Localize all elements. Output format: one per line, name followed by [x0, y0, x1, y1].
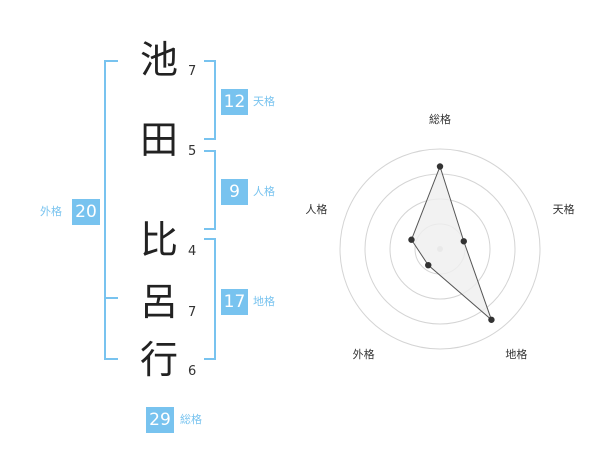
stroke-count-3: 4: [188, 244, 197, 259]
stroke-count-2: 5: [188, 144, 197, 159]
tenkaku-bracket: [204, 60, 216, 140]
radar-point-3: [425, 261, 432, 269]
gaikaku-label: 外格: [40, 205, 62, 218]
radar-point-1: [460, 238, 467, 245]
tenkaku-value-badge: 12: [221, 89, 248, 115]
radar-axis-label-2: 地格: [505, 347, 527, 361]
chikaku-label: 地格: [253, 295, 275, 308]
tenkaku-label: 天格: [253, 95, 275, 108]
name-char-4: 呂: [139, 280, 178, 324]
radar-data-points: [408, 163, 495, 323]
radar-ring-4: [339, 148, 541, 350]
jinkaku-value-badge: 9: [221, 179, 248, 205]
chikaku-bracket: [204, 238, 216, 360]
soukaku-value-badge: 29: [146, 407, 174, 433]
radar-point-2: [488, 316, 495, 323]
gaikaku-bracket-mid-tick: [104, 297, 118, 299]
radar-axis-label-0: 総格: [429, 112, 451, 126]
radar-axis-label-4: 人格: [305, 202, 327, 216]
gaikaku-value-badge: 20: [72, 199, 100, 225]
radar-axis-label-1: 天格: [553, 202, 575, 216]
name-char-3: 比: [139, 218, 178, 262]
stroke-count-5: 6: [188, 364, 197, 379]
radar-axis-label-3: 外格: [353, 347, 375, 361]
chikaku-value-badge: 17: [221, 289, 248, 315]
stroke-count-4: 7: [188, 305, 197, 320]
name-char-2: 田: [139, 118, 178, 162]
jinkaku-label: 人格: [253, 185, 275, 198]
jinkaku-bracket: [204, 150, 216, 230]
gaikaku-bracket: [104, 60, 118, 360]
radar-point-0: [436, 163, 444, 170]
soukaku-label: 総格: [180, 413, 202, 426]
stroke-count-1: 7: [188, 64, 197, 79]
name-char-1: 池: [139, 38, 178, 82]
name-char-5: 行: [139, 338, 178, 382]
radar-data-polygon: [410, 165, 493, 322]
radar-point-4: [408, 236, 415, 243]
